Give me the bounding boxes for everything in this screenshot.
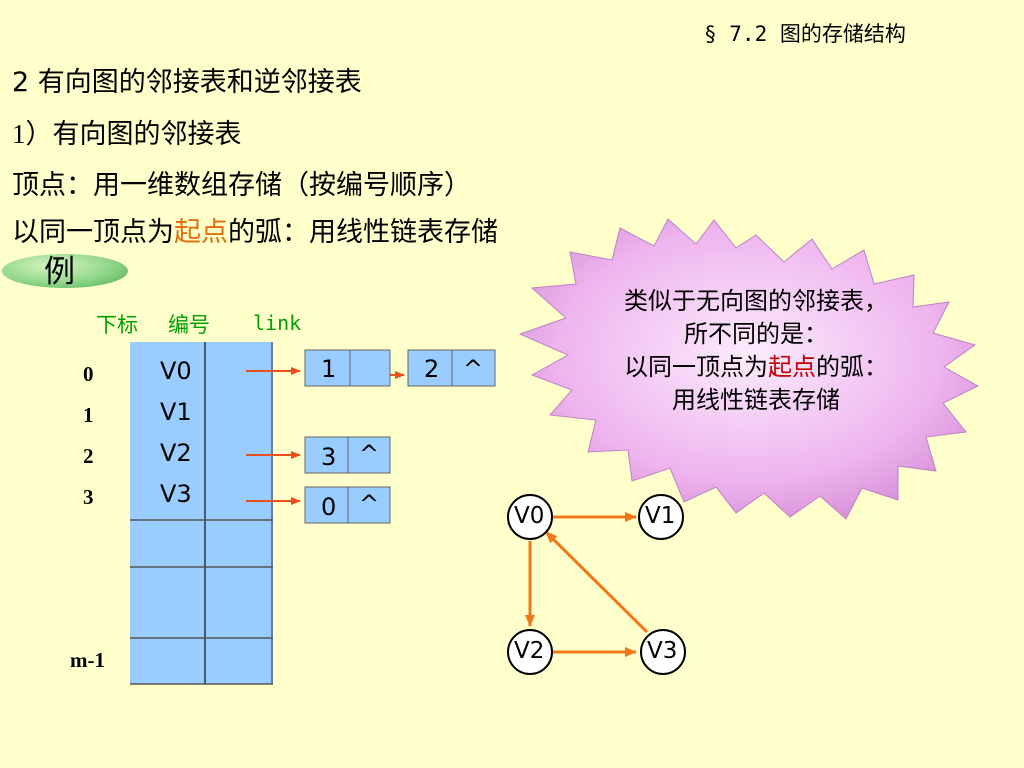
callout-line-2: 所不同的是： bbox=[684, 320, 828, 348]
list-node-v3-1 bbox=[304, 486, 391, 524]
heading-line-1: 2 有向图的邻接表和逆邻接表 bbox=[12, 67, 362, 98]
list-node-v2-1 bbox=[304, 436, 391, 474]
section-header: § 7.2 图的存储结构 bbox=[704, 22, 906, 46]
vertex-label-v3: V3 bbox=[160, 480, 192, 508]
index-label-m-1: m-1 bbox=[70, 648, 105, 672]
graph-node-v0 bbox=[507, 494, 553, 540]
arc-text-highlight: 起点 bbox=[174, 217, 228, 248]
callout-line-3-post: 的弧： bbox=[816, 353, 888, 381]
index-label-3: 3 bbox=[83, 485, 94, 509]
arc-text-pre: 以同一顶点为 bbox=[12, 217, 174, 248]
vertex-label-v0: V0 bbox=[160, 357, 192, 385]
example-label: 例 bbox=[44, 254, 75, 290]
index-label-0: 0 bbox=[83, 362, 94, 386]
graph-node-v1 bbox=[638, 494, 684, 540]
null-pointer-v3: ^ bbox=[359, 490, 380, 518]
text-line-arc: 以同一顶点为起点的弧：用线性链表存储 bbox=[12, 210, 498, 249]
callout-line-3-highlight: 起点 bbox=[768, 353, 816, 381]
callout-line-3: 以同一顶点为起点的弧： bbox=[558, 351, 954, 384]
list-node-v0-2-value: 2 bbox=[424, 355, 440, 383]
header-number: 编号 bbox=[168, 313, 210, 337]
subheading-text: ）有向图的邻接表 bbox=[25, 119, 242, 150]
graph-node-label-v2: V2 bbox=[514, 638, 545, 664]
graph-node-label-v0: V0 bbox=[514, 503, 545, 529]
subheading-number: 1 bbox=[12, 119, 26, 149]
callout-line-3-pre: 以同一顶点为 bbox=[624, 353, 768, 381]
null-pointer-v0: ^ bbox=[463, 355, 484, 383]
header-link: link bbox=[253, 311, 302, 335]
null-pointer-v2: ^ bbox=[359, 440, 380, 468]
graph-node-label-v1: V1 bbox=[645, 503, 676, 529]
list-node-v3-1-value: 0 bbox=[321, 493, 337, 521]
arc-text-post: 的弧：用线性链表存储 bbox=[228, 217, 498, 248]
graph-node-label-v3: V3 bbox=[647, 638, 678, 664]
index-label-1: 1 bbox=[83, 403, 94, 427]
list-node-v2-1-value: 3 bbox=[321, 443, 337, 471]
vertex-label-v2: V2 bbox=[160, 439, 192, 467]
callout-line-1: 类似于无向图的邻接表， bbox=[624, 287, 888, 315]
vertex-array bbox=[130, 342, 273, 684]
list-node-v0-2 bbox=[407, 349, 496, 387]
callout-line-4: 用线性链表存储 bbox=[672, 386, 840, 414]
graph-node-v3 bbox=[640, 629, 686, 675]
callout-starburst bbox=[518, 218, 980, 520]
edge-v3-v0 bbox=[544, 530, 649, 634]
example-badge bbox=[2, 254, 128, 288]
list-node-v0-1 bbox=[304, 349, 391, 387]
callout-text: 类似于无向图的邻接表， 所不同的是： 以同一顶点为起点的弧： 用线性链表存储 bbox=[558, 285, 954, 417]
graph-node-v2 bbox=[507, 629, 553, 675]
text-line-vertex: 顶点：用一维数组存储（按编号顺序） bbox=[12, 170, 471, 201]
header-index: 下标 bbox=[96, 313, 138, 337]
heading-line-2: 1）有向图的邻接表 bbox=[12, 112, 242, 151]
vertex-label-v1: V1 bbox=[160, 398, 192, 426]
list-node-v0-1-value: 1 bbox=[321, 355, 337, 383]
index-label-2: 2 bbox=[83, 444, 94, 468]
